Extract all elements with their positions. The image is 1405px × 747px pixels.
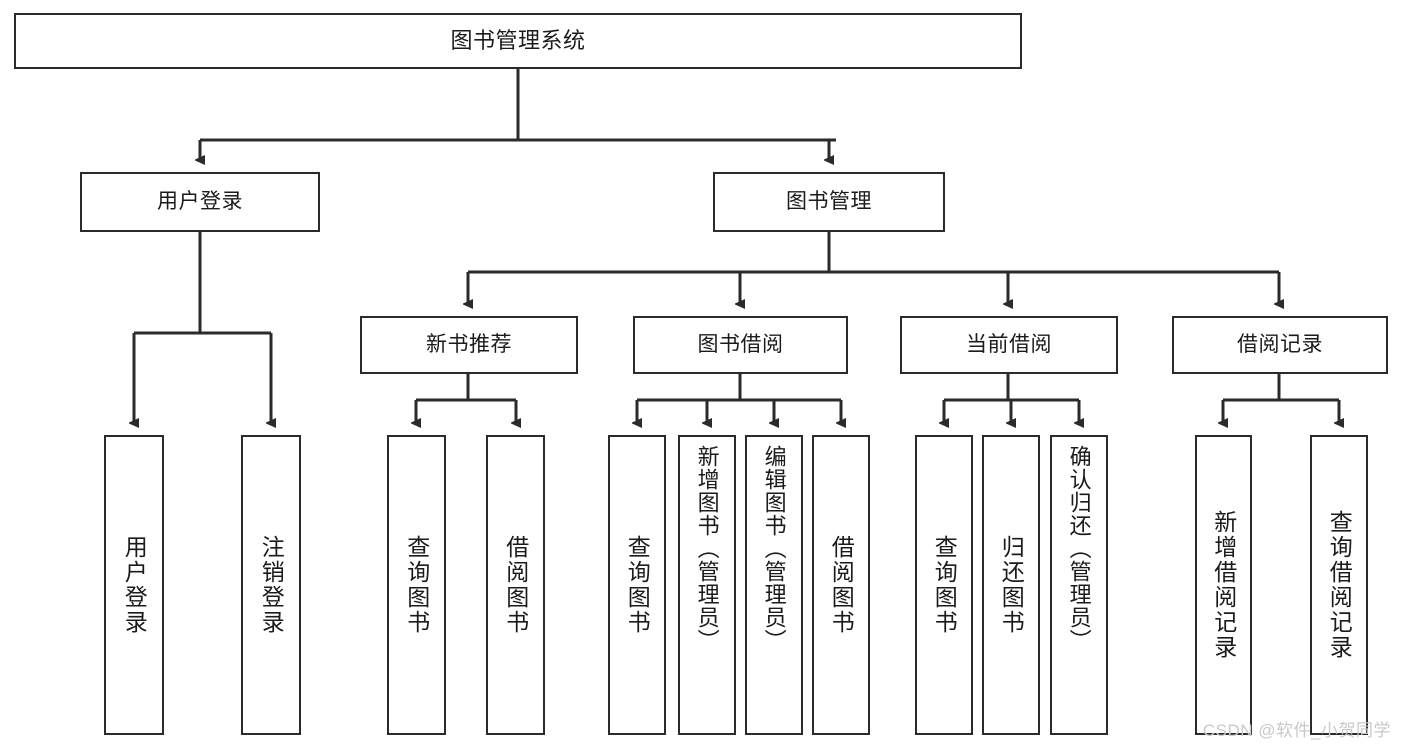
node-new-book-rec-label: 新书推荐 bbox=[426, 333, 512, 357]
node-leaf-user-login-label: 用户登录 bbox=[121, 535, 148, 635]
node-leaf-add-book-label: 新增图书（管理员） bbox=[694, 445, 720, 652]
node-leaf-edit-book-label: 编辑图书（管理员） bbox=[761, 445, 787, 652]
node-user-login[interactable]: 用户登录 bbox=[80, 172, 320, 232]
node-leaf-confirm-return[interactable]: 确认归还（管理员） bbox=[1050, 435, 1108, 735]
node-leaf-user-logout-label: 注销登录 bbox=[258, 535, 285, 635]
node-leaf-query-book-3[interactable]: 查询图书 bbox=[915, 435, 973, 735]
node-leaf-add-record[interactable]: 新增借阅记录 bbox=[1195, 435, 1252, 735]
node-root[interactable]: 图书管理系统 bbox=[14, 13, 1022, 69]
node-borrow-record-label: 借阅记录 bbox=[1237, 333, 1323, 357]
node-book-borrow-label: 图书借阅 bbox=[697, 333, 784, 357]
node-leaf-query-book-1[interactable]: 查询图书 bbox=[387, 435, 446, 735]
node-leaf-query-book-2[interactable]: 查询图书 bbox=[608, 435, 666, 735]
node-leaf-add-record-label: 新增借阅记录 bbox=[1210, 510, 1237, 660]
node-leaf-user-logout[interactable]: 注销登录 bbox=[241, 435, 301, 735]
node-leaf-borrow-book-1[interactable]: 借阅图书 bbox=[486, 435, 545, 735]
node-leaf-user-login[interactable]: 用户登录 bbox=[104, 435, 164, 735]
node-leaf-borrow-book-2[interactable]: 借阅图书 bbox=[812, 435, 870, 735]
node-leaf-add-book[interactable]: 新增图书（管理员） bbox=[678, 435, 736, 735]
node-book-manage[interactable]: 图书管理 bbox=[713, 172, 945, 232]
node-leaf-query-book-3-label: 查询图书 bbox=[931, 535, 958, 635]
node-user-login-label: 用户登录 bbox=[157, 190, 243, 214]
node-current-borrow[interactable]: 当前借阅 bbox=[900, 316, 1118, 374]
node-root-label: 图书管理系统 bbox=[450, 27, 586, 53]
node-book-borrow[interactable]: 图书借阅 bbox=[633, 316, 848, 374]
node-borrow-record[interactable]: 借阅记录 bbox=[1172, 316, 1388, 374]
node-leaf-query-record-label: 查询借阅记录 bbox=[1326, 510, 1353, 660]
node-new-book-rec[interactable]: 新书推荐 bbox=[360, 316, 578, 374]
node-leaf-query-book-1-label: 查询图书 bbox=[403, 535, 430, 635]
node-leaf-query-book-2-label: 查询图书 bbox=[624, 535, 651, 635]
node-leaf-borrow-book-1-label: 借阅图书 bbox=[502, 535, 529, 635]
node-leaf-edit-book[interactable]: 编辑图书（管理员） bbox=[745, 435, 803, 735]
node-leaf-query-record[interactable]: 查询借阅记录 bbox=[1310, 435, 1368, 735]
csdn-watermark: CSDN @软件_小贺同学 bbox=[1202, 721, 1391, 740]
node-leaf-return-book[interactable]: 归还图书 bbox=[982, 435, 1040, 735]
node-leaf-borrow-book-2-label: 借阅图书 bbox=[828, 535, 855, 635]
node-current-borrow-label: 当前借阅 bbox=[966, 333, 1052, 357]
node-leaf-return-book-label: 归还图书 bbox=[998, 535, 1025, 635]
node-book-manage-label: 图书管理 bbox=[786, 190, 872, 214]
node-leaf-confirm-return-label: 确认归还（管理员） bbox=[1066, 445, 1092, 652]
